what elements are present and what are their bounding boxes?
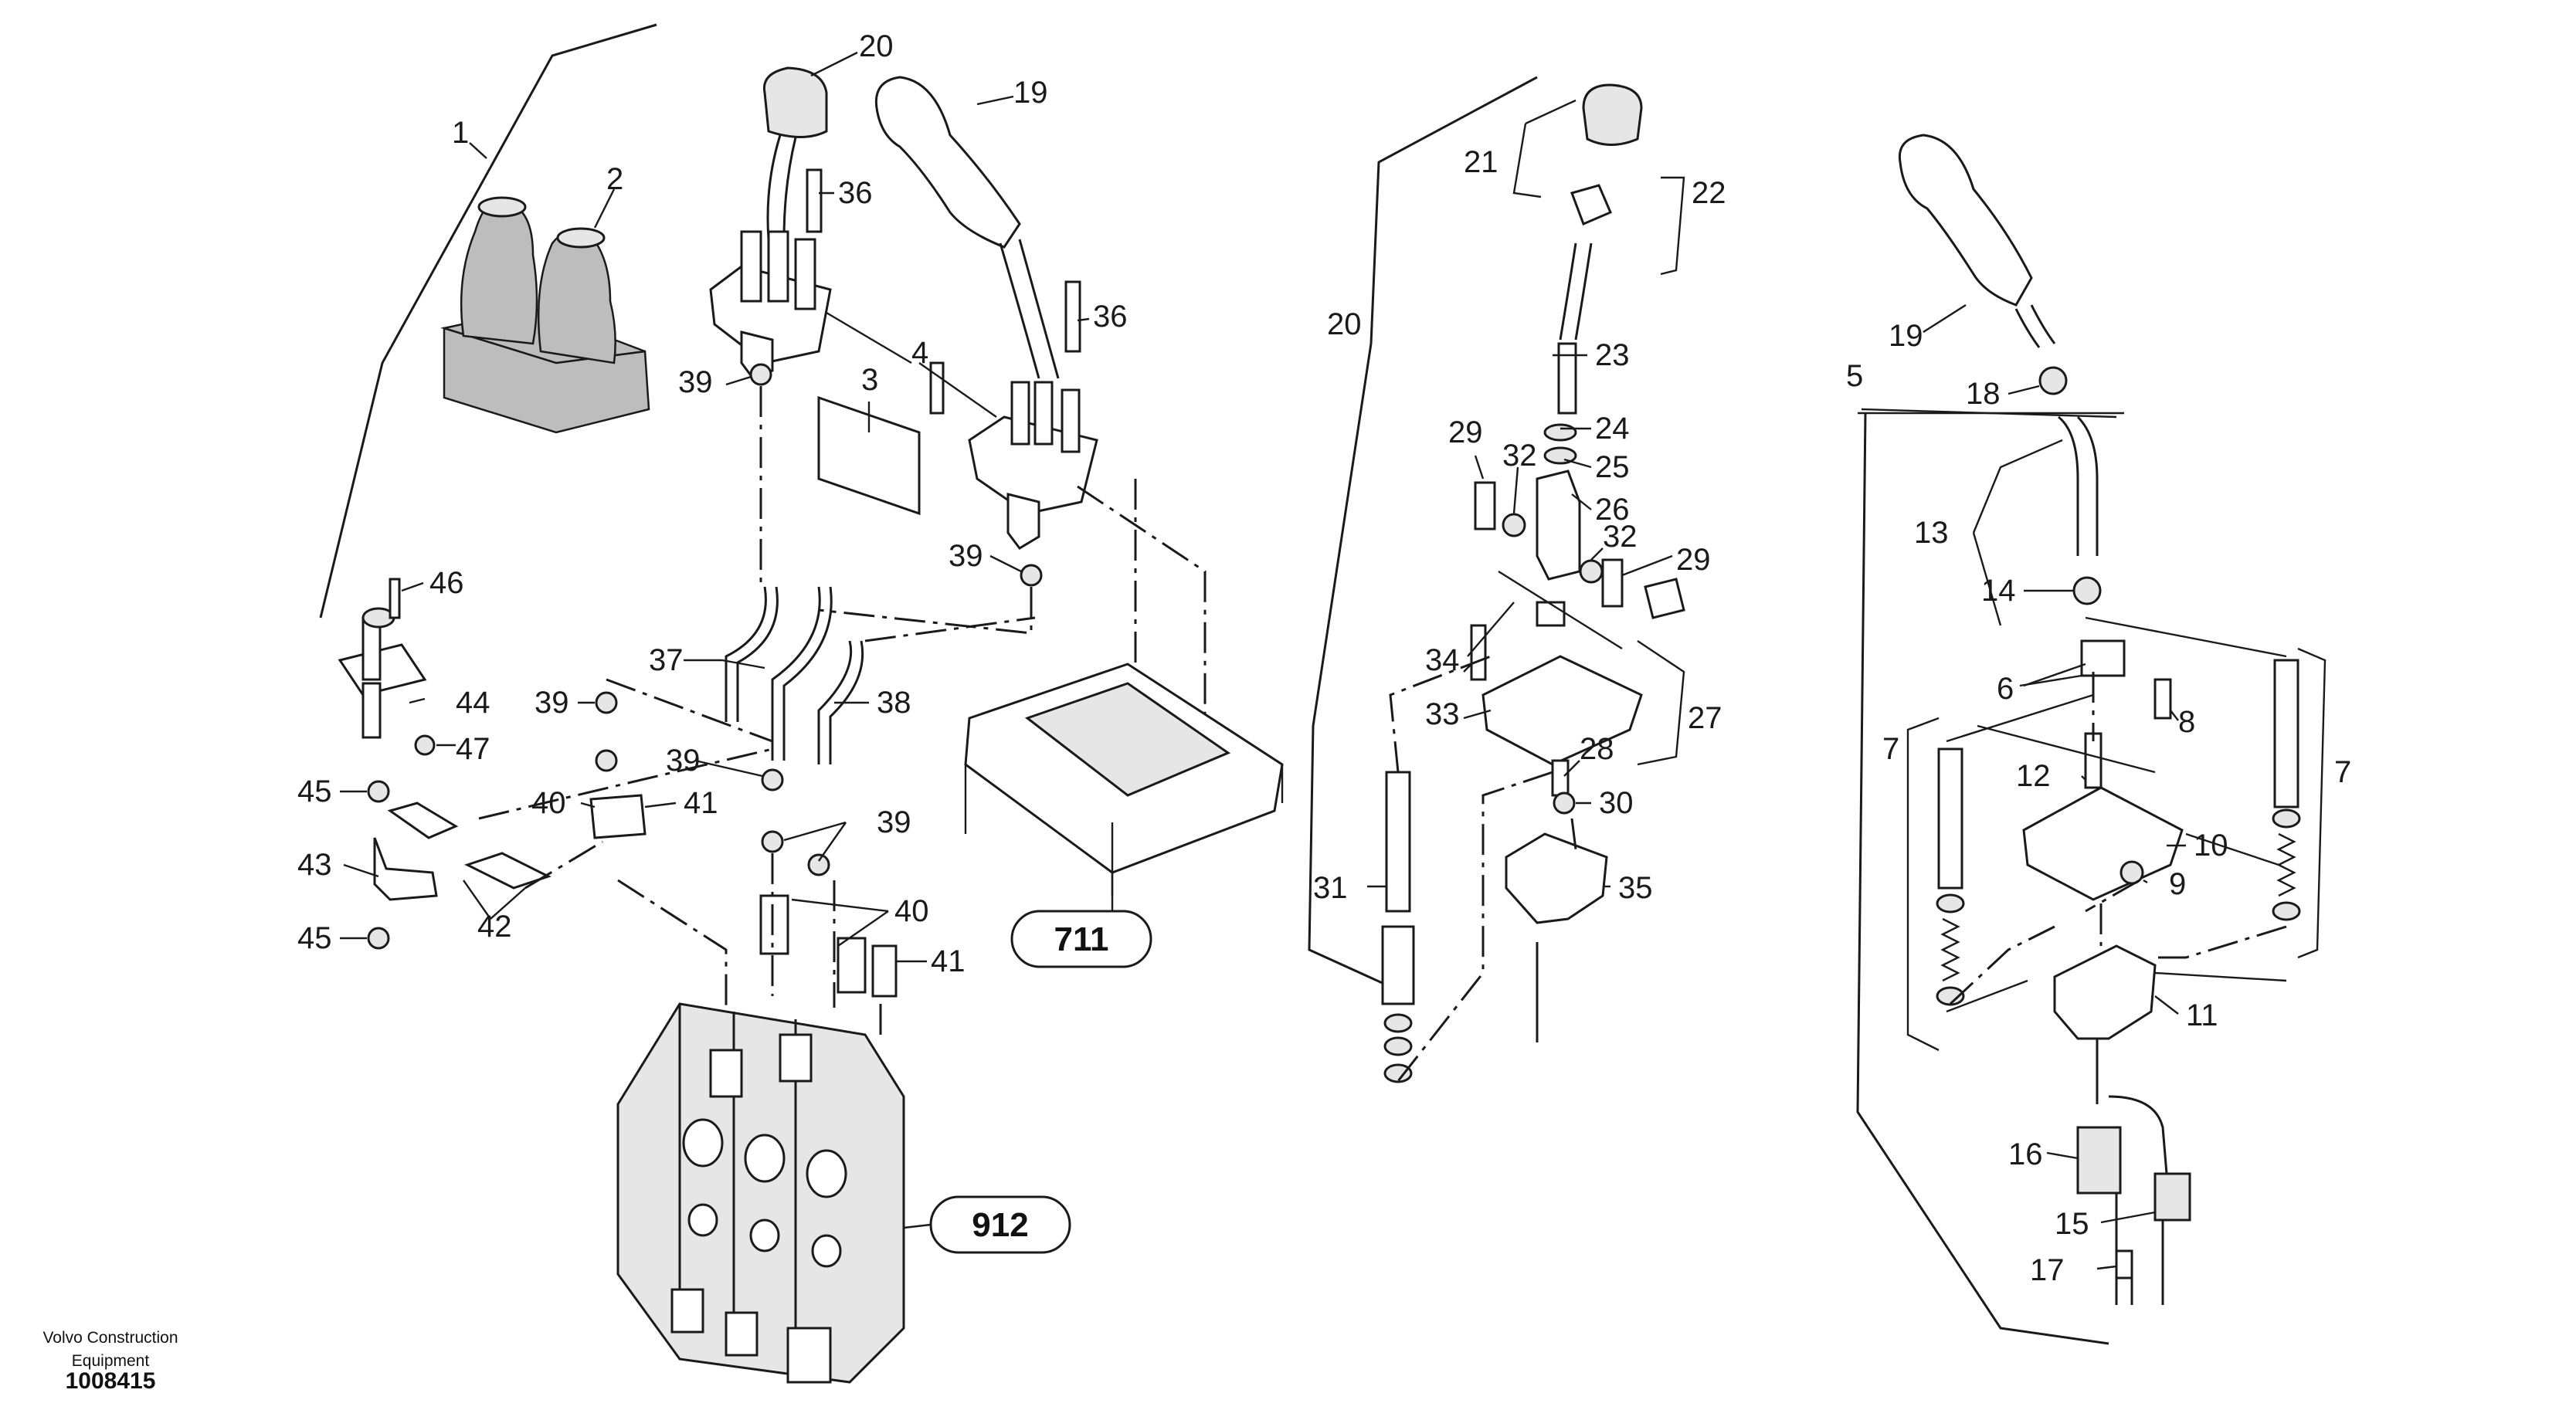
callout: 32	[1603, 520, 1638, 554]
brand-line-2: Equipment	[71, 1352, 150, 1370]
drawing-number: 1008415	[65, 1368, 156, 1394]
callout: 33	[1425, 697, 1460, 731]
callout: 15	[2055, 1207, 2089, 1241]
callout: 9	[2169, 867, 2186, 901]
callout: 18	[1966, 377, 2001, 411]
callout: 14	[1981, 574, 2016, 608]
callout: 39	[666, 744, 701, 778]
callout: 31	[1313, 871, 1348, 905]
callout-leaders	[340, 51, 2327, 1270]
callout: 41	[684, 786, 718, 820]
callout: 23	[1595, 338, 1630, 372]
callout: 45	[297, 774, 332, 808]
callout: 20	[1327, 307, 1362, 341]
callout: 17	[2030, 1253, 2065, 1287]
callout: 19	[1013, 76, 1048, 110]
brand-line-1: Volvo Construction	[42, 1329, 178, 1347]
callout: 21	[1464, 145, 1498, 179]
callout: 40	[894, 894, 929, 928]
callout: 13	[1914, 516, 1949, 550]
right-assembly	[1856, 134, 2301, 1345]
callout: 10	[2194, 829, 2228, 863]
callout: 26	[1595, 493, 1630, 527]
callout: 45	[297, 921, 332, 955]
joystick-19-middle	[817, 76, 1098, 550]
callout: 39	[678, 365, 713, 399]
callout: 20	[859, 29, 894, 63]
callout: 43	[297, 848, 332, 882]
callout: 7	[1882, 732, 1899, 766]
reference-label-912: 912	[972, 1206, 1028, 1244]
callout: 32	[1502, 439, 1537, 473]
callout: 7	[2334, 755, 2351, 789]
callout: 24	[1595, 412, 1630, 446]
callout: 35	[1618, 871, 1653, 905]
floor-plate	[964, 663, 1284, 896]
callout: 36	[838, 176, 873, 210]
callout: 40	[531, 786, 566, 820]
callout: 39	[877, 805, 911, 839]
callout: 12	[2016, 759, 2051, 793]
callout-numbers: 1 2 3 4 5 6 7 7 8 9 10 11 12 13 14 15 16…	[297, 29, 2351, 1287]
callout: 39	[949, 539, 983, 573]
control-valve-block	[616, 1002, 905, 1384]
reference-label-711: 711	[1054, 920, 1109, 958]
callout: 30	[1599, 786, 1634, 820]
callout: 38	[877, 686, 911, 720]
callout: 36	[1093, 300, 1128, 334]
rubber-boots	[440, 196, 650, 434]
callout: 1	[452, 116, 469, 150]
callout: 6	[1997, 672, 2014, 706]
brand-caption: Volvo Construction Equipment	[14, 1327, 207, 1373]
callout: 41	[931, 944, 966, 978]
nuts-39	[595, 363, 1043, 876]
joystick-20-left	[709, 66, 832, 380]
callout: 44	[456, 686, 490, 720]
callout: 22	[1692, 176, 1726, 210]
callout: 39	[535, 686, 569, 720]
callout: 11	[2186, 998, 2218, 1032]
reference-bubble-711[interactable]: 711	[1010, 822, 1152, 968]
callout: 5	[1846, 359, 1863, 393]
callout: 28	[1580, 732, 1614, 766]
callout: 34	[1425, 643, 1460, 677]
callout: 27	[1688, 701, 1722, 735]
left-assembly	[319, 23, 1284, 1384]
reference-bubble-912[interactable]: 912	[903, 1195, 1071, 1254]
callout: 2	[606, 162, 623, 196]
callout: 19	[1889, 319, 1923, 353]
callout: 16	[2008, 1137, 2043, 1171]
callout: 42	[477, 910, 512, 944]
callout: 37	[649, 643, 684, 677]
callout: 29	[1676, 543, 1711, 577]
callout: 46	[429, 566, 464, 600]
callout: 8	[2178, 705, 2195, 739]
callout: 3	[861, 363, 878, 397]
callout: 4	[911, 336, 928, 370]
callout: 25	[1595, 450, 1630, 484]
middle-assembly	[1308, 76, 1685, 1083]
callout: 29	[1448, 415, 1483, 449]
callout: 47	[456, 732, 490, 766]
